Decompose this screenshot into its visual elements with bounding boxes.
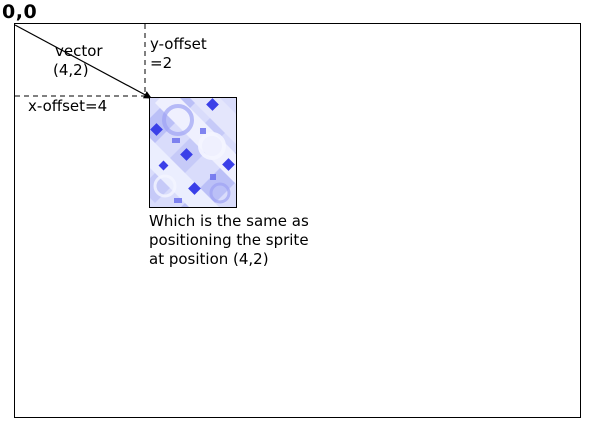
origin-label: 0,0 bbox=[2, 1, 38, 23]
sprite-image bbox=[149, 97, 237, 208]
caption-line: Which is the same as bbox=[149, 212, 309, 230]
caption-line: positioning the sprite bbox=[149, 231, 309, 249]
vector-arrow bbox=[14, 24, 152, 99]
x-offset-label: x-offset=4 bbox=[28, 97, 108, 115]
caption: Which is the same as positioning the spr… bbox=[149, 212, 309, 269]
caption-line: at position (4,2) bbox=[149, 250, 269, 268]
y-offset-value: =2 bbox=[150, 54, 173, 72]
canvas-frame bbox=[14, 23, 581, 418]
vector-coords: (4,2) bbox=[53, 61, 89, 79]
y-offset-label: y-offset bbox=[150, 35, 207, 53]
vector-label: vector bbox=[55, 42, 103, 60]
sprite-tile-icon bbox=[150, 98, 236, 207]
